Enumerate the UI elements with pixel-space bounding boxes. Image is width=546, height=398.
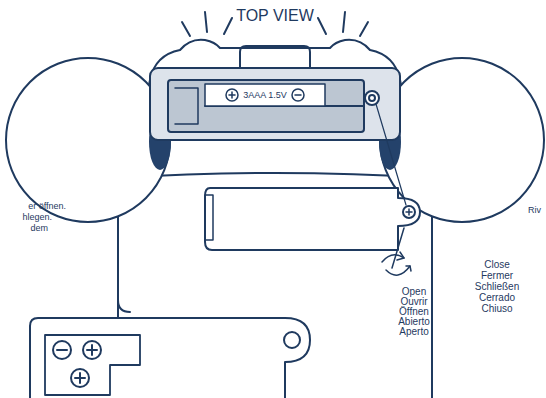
open-label: Öffnen — [399, 307, 429, 317]
close-label: Schließen — [475, 282, 519, 292]
close-label: Close — [484, 260, 510, 270]
open-label: Ouvrir — [400, 297, 427, 307]
cut-off-note: Riv — [528, 206, 541, 215]
cut-off-note: dem — [30, 224, 48, 233]
close-label: Chiuso — [481, 304, 512, 314]
open-label: Abierto — [398, 317, 430, 327]
open-label: Aperto — [399, 327, 428, 337]
open-label: Open — [402, 287, 426, 297]
close-label: Fermer — [481, 271, 513, 281]
cut-off-note: er öffnen. — [28, 202, 66, 211]
view-title: TOP VIEW — [236, 8, 314, 24]
close-label: Cerrado — [479, 293, 515, 303]
battery-label: 3AAA 1.5V — [243, 91, 287, 100]
cut-off-note: hlegen. — [22, 213, 52, 222]
